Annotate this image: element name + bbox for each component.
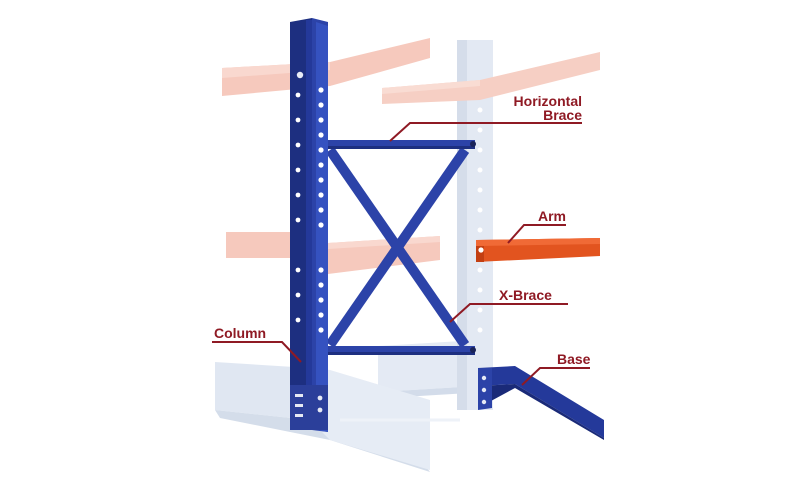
callout-horizontal-brace [389, 122, 582, 142]
label-horizontal-brace: Horizontal Brace [486, 94, 582, 122]
callout-base [521, 367, 590, 386]
ghost-back-arm-upper [382, 52, 600, 104]
horizontal-brace-top [325, 140, 475, 148]
ghost-front-base [215, 362, 460, 472]
highlighted-base [478, 366, 604, 440]
callout-lines [212, 122, 590, 386]
x-brace-diagonal-b [325, 147, 470, 348]
front-column [290, 18, 328, 432]
label-horizontal-brace-line2: Brace [543, 107, 582, 123]
callout-arm [507, 224, 566, 244]
x-brace-group [325, 147, 470, 348]
label-base: Base [557, 351, 591, 367]
callout-x-brace [449, 303, 568, 323]
highlighted-arm [476, 238, 600, 262]
horizontal-brace-bottom [325, 346, 475, 354]
label-horizontal-brace-line1: Horizontal [513, 93, 582, 109]
callout-column [212, 341, 302, 363]
label-column: Column [214, 325, 267, 341]
label-x-brace: X-Brace [499, 287, 552, 303]
label-arm: Arm [538, 208, 567, 224]
